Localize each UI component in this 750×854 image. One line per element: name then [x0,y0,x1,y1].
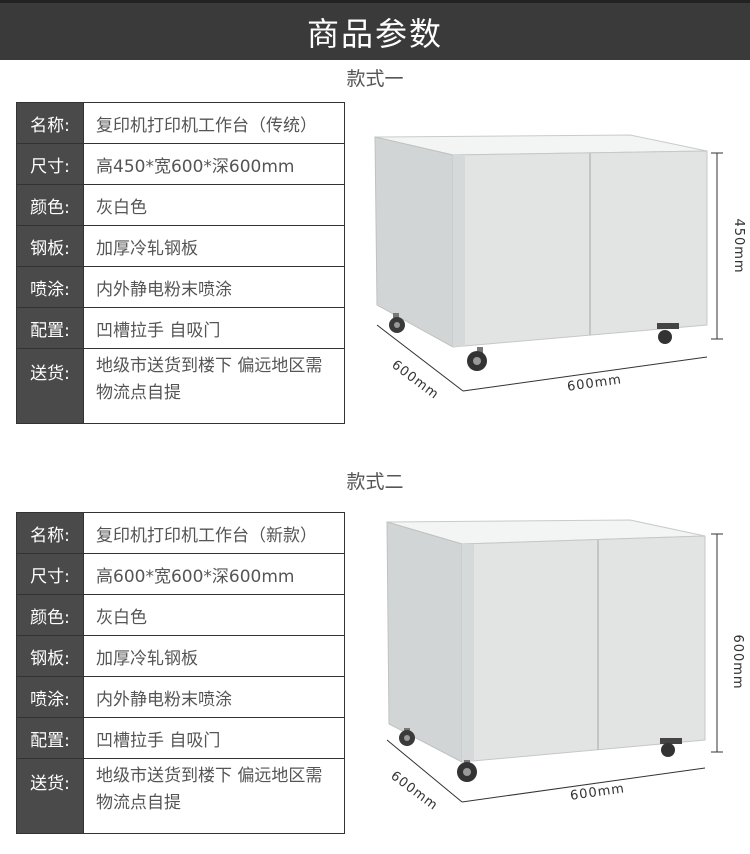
spec-value: 灰白色 [83,594,345,636]
spec-value: 加厚冷轧钢板 [83,225,345,267]
depth-dimension-label: 600mm [388,769,441,812]
spec-value: 高600*宽600*深600mm [83,553,345,595]
spec-key: 喷涂: [16,676,84,718]
spec-key: 配置: [16,307,84,349]
spec-value: 高450*宽600*深600mm [83,143,345,185]
spec-row-delivery: 送货: 地级市送货到楼下 偏远地区需物流点自提 [16,758,345,834]
spec-key: 钢板: [16,225,84,267]
spec-key: 颜色: [16,594,84,636]
spec-row-config: 配置: 凹槽拉手 自吸门 [16,717,345,759]
cabinet-2-illustration: 600mm 600mm 600mm [386,519,745,812]
spec-row-delivery: 送货: 地级市送货到楼下 偏远地区需物流点自提 [16,348,345,424]
spec-value: 复印机打印机工作台（新款） [83,512,345,554]
caster-icon [660,738,682,757]
style-2-title: 款式二 [346,471,404,493]
caster-icon [457,760,477,782]
spec-key: 颜色: [16,184,84,226]
style-1-title: 款式一 [346,68,404,90]
spec-row-coating: 喷涂: 内外静电粉末喷涂 [16,266,345,308]
spec-key: 配置: [16,717,84,759]
spec-row-name: 名称: 复印机打印机工作台（传统） [16,102,345,144]
style-1-spec-table: 名称: 复印机打印机工作台（传统） 尺寸: 高450*宽600*深600mm 颜… [16,102,345,424]
depth-dimension-label: 600mm [389,358,442,403]
spec-key: 送货: [16,758,84,834]
spec-key: 名称: [16,102,84,144]
caster-icon [389,313,405,333]
spec-value: 复印机打印机工作台（传统） [83,102,345,144]
spec-key: 钢板: [16,635,84,677]
spec-value: 加厚冷轧钢板 [83,635,345,677]
spec-row-config: 配置: 凹槽拉手 自吸门 [16,307,345,349]
caster-icon [399,728,415,746]
spec-row-name: 名称: 复印机打印机工作台（新款） [16,512,345,554]
caster-icon [657,323,679,344]
style-2-spec-table: 名称: 复印机打印机工作台（新款） 尺寸: 高600*宽600*深600mm 颜… [16,512,345,834]
spec-row-coating: 喷涂: 内外静电粉末喷涂 [16,676,345,718]
spec-row-size: 尺寸: 高600*宽600*深600mm [16,553,345,595]
spec-key: 尺寸: [16,143,84,185]
spec-value: 内外静电粉末喷涂 [83,266,345,308]
spec-value: 灰白色 [83,184,345,226]
spec-value: 凹槽拉手 自吸门 [83,717,345,759]
cabinet-1-illustration: 450mm 600mm 600mm [374,134,746,403]
spec-row-size: 尺寸: 高450*宽600*深600mm [16,143,345,185]
spec-row-color: 颜色: 灰白色 [16,594,345,636]
spec-key: 送货: [16,348,84,424]
height-dimension-label: 600mm [730,634,745,689]
spec-row-steel: 钢板: 加厚冷轧钢板 [16,635,345,677]
height-dimension-label: 450mm [731,218,746,273]
spec-key: 尺寸: [16,553,84,595]
spec-row-color: 颜色: 灰白色 [16,184,345,226]
spec-row-steel: 钢板: 加厚冷轧钢板 [16,225,345,267]
page-title: 商品参数 [306,14,443,53]
width-dimension-label: 600mm [569,781,626,804]
spec-key: 喷涂: [16,266,84,308]
spec-value: 地级市送货到楼下 偏远地区需物流点自提 [83,348,345,424]
spec-value: 地级市送货到楼下 偏远地区需物流点自提 [83,758,345,834]
spec-key: 名称: [16,512,84,554]
spec-value: 凹槽拉手 自吸门 [83,307,345,349]
page-header: 商品参数 [0,0,750,60]
spec-value: 内外静电粉末喷涂 [83,676,345,718]
caster-icon [467,347,487,371]
